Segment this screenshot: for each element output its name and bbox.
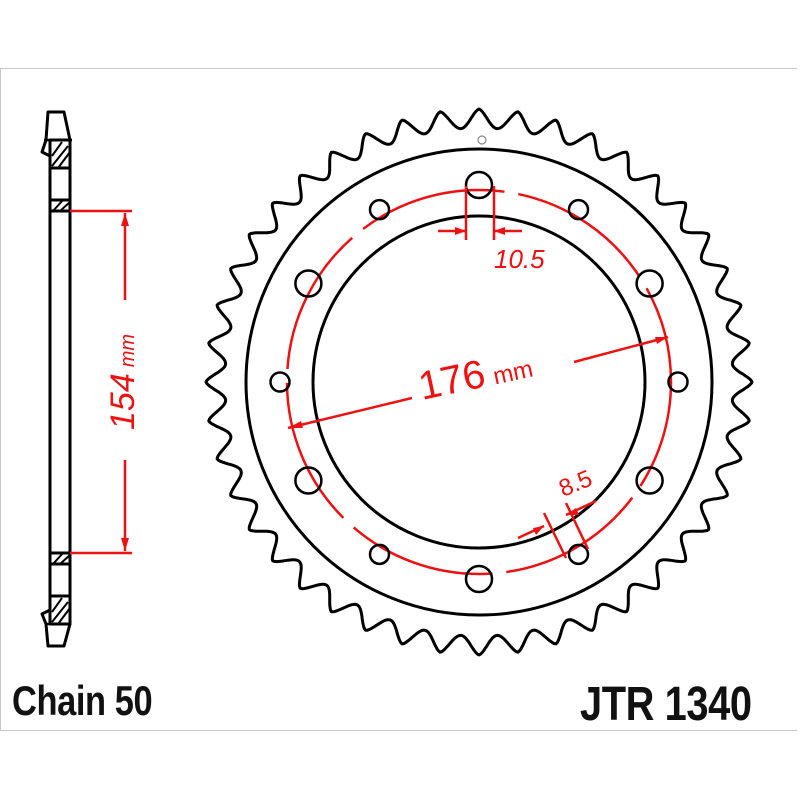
large-bolt-hole — [464, 564, 494, 594]
large-bolt-hole — [294, 269, 323, 298]
bolt-circle — [285, 188, 673, 576]
sprocket-teeth-outline — [204, 107, 754, 657]
small-bolt-hole — [368, 543, 391, 566]
small-bolt-hole — [667, 371, 689, 393]
large-bolt-hole — [635, 466, 664, 495]
small-bolt-hole — [567, 543, 590, 566]
side-profile-view — [40, 110, 72, 648]
outer-ring — [244, 147, 714, 617]
pcd-label: 176mm — [415, 342, 536, 409]
chain-size-label: Chain 50 — [12, 677, 153, 724]
part-number-label: JTR 1340 — [580, 678, 752, 731]
small-bolt-hole — [368, 198, 391, 221]
large-bolt-hole — [294, 466, 323, 495]
small-hole-dimension — [517, 499, 597, 559]
small-bolt-hole — [567, 198, 590, 221]
large-hole-label: 10.5 — [494, 244, 545, 274]
pcd-dimension — [287, 335, 669, 430]
center-bore — [311, 214, 647, 550]
small-hole-label: 8.5 — [555, 465, 596, 503]
large-bolt-hole — [464, 170, 494, 200]
sprocket-face-view — [204, 107, 754, 657]
timing-mark-icon — [477, 135, 487, 145]
bore-dimension-154 — [70, 209, 132, 555]
drawing-frame — [0, 68, 797, 731]
bore-dimension-label: 154mm — [104, 334, 142, 430]
small-bolt-hole — [269, 371, 291, 393]
large-bolt-hole — [635, 269, 664, 298]
large-hole-dimension — [438, 186, 522, 240]
